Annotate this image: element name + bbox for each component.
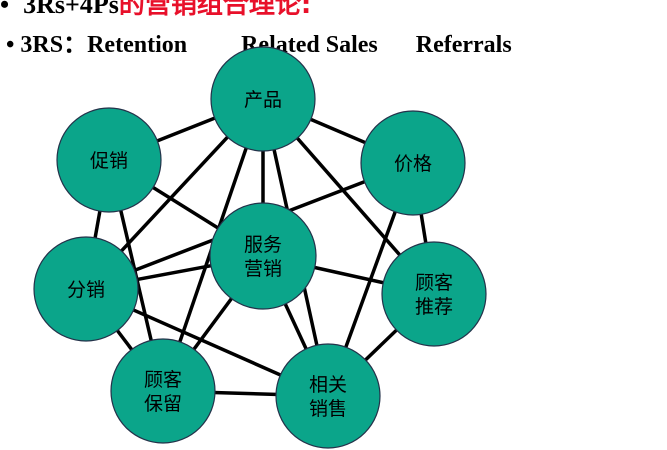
node-circle-related bbox=[275, 343, 381, 449]
term-referrals: Referrals bbox=[415, 32, 512, 58]
node-label-retention: 保留 bbox=[144, 393, 182, 415]
node-circle-service bbox=[209, 202, 317, 310]
diagram-nodes: 产品促销价格服务营销分销顾客推荐顾客保留相关销售 bbox=[33, 46, 487, 449]
node-product: 产品 bbox=[210, 46, 316, 152]
node-label-referral: 顾客 bbox=[415, 272, 453, 294]
node-label-distribution: 分销 bbox=[67, 279, 105, 301]
heading-marketing-mix-theory: 的营销组合理论: bbox=[118, 0, 312, 20]
node-label-service: 营销 bbox=[244, 258, 282, 280]
node-circle-distribution bbox=[33, 236, 139, 342]
node-label-related: 相关 bbox=[309, 374, 347, 396]
node-label-related: 销售 bbox=[309, 398, 347, 420]
node-label-service: 服务 bbox=[244, 234, 282, 256]
node-label-promotion: 促销 bbox=[90, 150, 128, 172]
heading-3rs-4ps: 3Rs+4Ps bbox=[23, 0, 119, 19]
node-circle-product bbox=[210, 46, 316, 152]
node-distribution: 分销 bbox=[33, 236, 139, 342]
label-3rs: 3RS： bbox=[20, 32, 88, 58]
term-retention: Retention bbox=[87, 32, 188, 58]
node-circle-referral bbox=[381, 241, 487, 347]
bullet: • bbox=[0, 0, 10, 19]
bullet: • bbox=[6, 32, 15, 58]
node-circle-retention bbox=[110, 338, 216, 444]
node-label-referral: 推荐 bbox=[415, 296, 453, 318]
node-label-product: 产品 bbox=[244, 89, 282, 111]
node-price: 价格 bbox=[360, 110, 466, 216]
slide-line-1: • 3Rs+4Ps的营销组合理论: bbox=[0, 0, 311, 21]
node-label-price: 价格 bbox=[394, 153, 432, 175]
node-circle-promotion bbox=[56, 107, 162, 213]
node-promotion: 促销 bbox=[56, 107, 162, 213]
node-circle-price bbox=[360, 110, 466, 216]
node-label-retention: 顾客 bbox=[144, 369, 182, 391]
